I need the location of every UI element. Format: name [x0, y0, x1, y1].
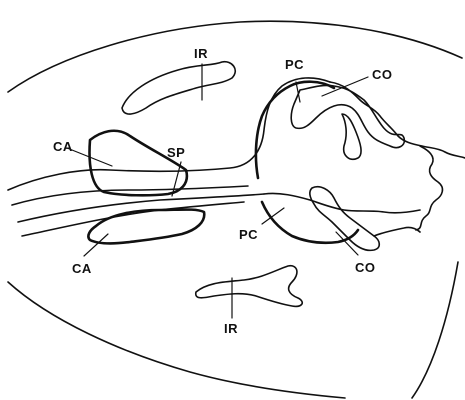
label-pc-bottom: PC — [239, 227, 258, 242]
label-ca-bottom: CA — [72, 261, 92, 276]
label-ir-top: IR — [194, 46, 208, 61]
pc-bottom-structure — [262, 202, 358, 243]
label-ir-bottom: IR — [224, 321, 238, 336]
label-co-top: CO — [372, 67, 393, 82]
outer-outline-left-bottom — [8, 282, 345, 398]
lower-channel — [18, 194, 264, 222]
ca-bottom-structure — [88, 210, 204, 244]
ir-bottom-structure — [196, 266, 303, 307]
outer-outline — [8, 21, 462, 92]
right-jagged-edge — [416, 146, 442, 230]
label-sp: SP — [167, 145, 185, 160]
co-bottom-tail — [374, 227, 420, 236]
label-ca-top: CA — [53, 139, 73, 154]
co-top-inner — [342, 114, 361, 159]
lower-channel-inner — [22, 202, 244, 236]
ir-top-structure — [122, 62, 235, 114]
outer-outline-right-bottom — [412, 262, 458, 398]
label-co-bottom: CO — [355, 260, 376, 275]
upper-channel — [8, 78, 330, 190]
label-pc-top: PC — [285, 57, 304, 72]
